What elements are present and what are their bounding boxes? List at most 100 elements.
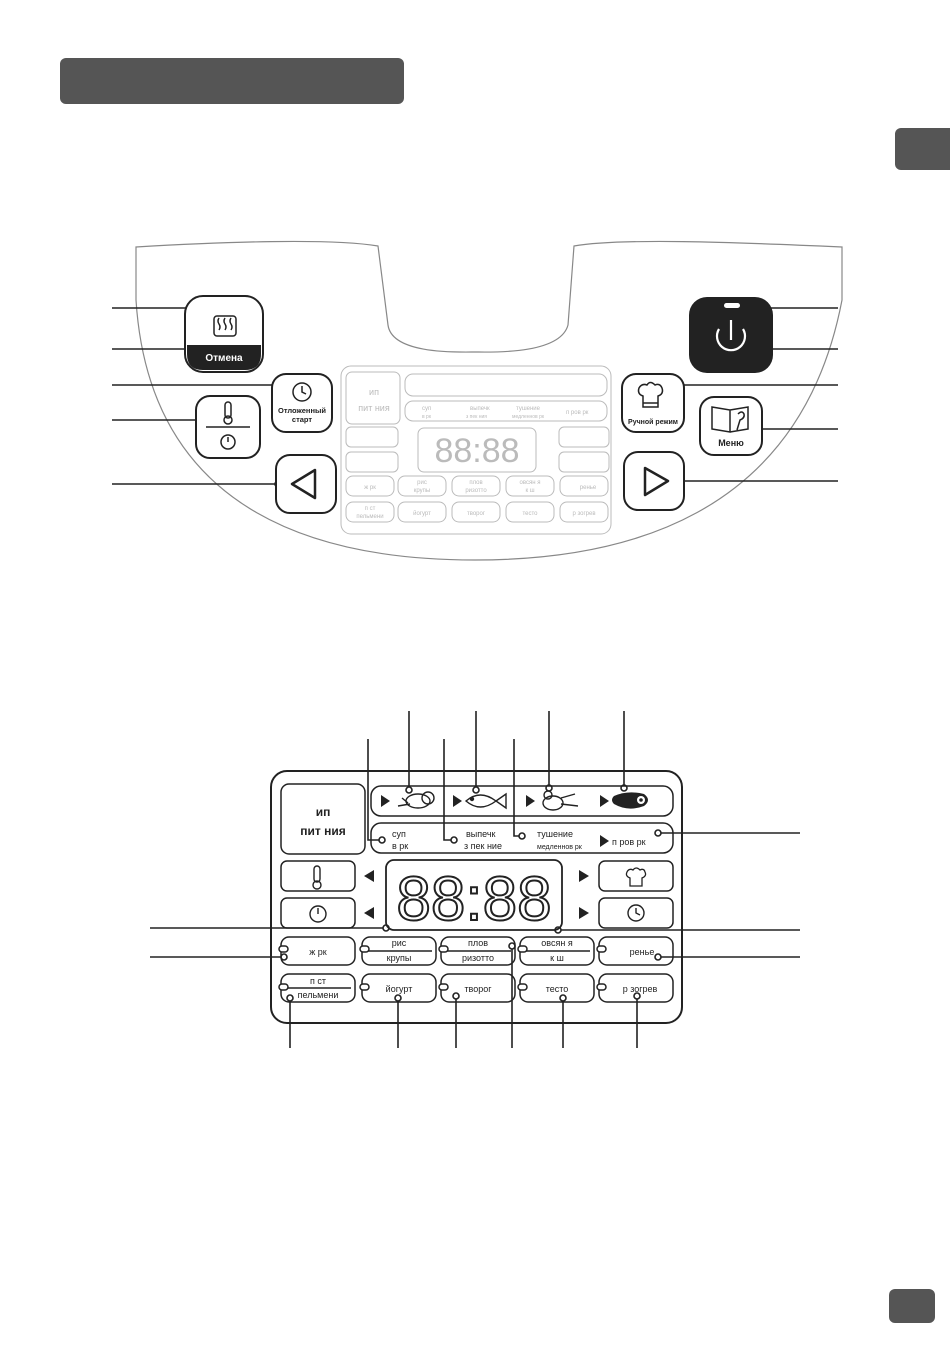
indicator-arrow-icon — [526, 795, 535, 807]
svg-text:р зогрев: р зогрев — [572, 511, 595, 517]
manual-mode-label: Ручной режим — [628, 418, 678, 426]
prog-yogurt: йогурт — [386, 984, 413, 994]
prog-jam: ренье — [630, 947, 655, 957]
right-indicator-arrow-icon — [579, 907, 589, 919]
prog-rice-1: рис — [392, 938, 407, 948]
food-type-box: ип пит ния — [280, 783, 366, 855]
right-arrow-button[interactable] — [623, 451, 685, 511]
left-arrow-button[interactable] — [275, 454, 337, 514]
panel-display-preview-text: ип пит ния суп в рк выпечк з пек ния туш… — [356, 387, 596, 520]
panel-outline — [135, 240, 843, 561]
recipe-book-icon — [711, 406, 749, 433]
left-arrow-icon — [290, 468, 317, 500]
svg-text:выпечк: выпечк — [470, 406, 490, 412]
stopwatch-icon — [220, 434, 236, 450]
prog-dough: тесто — [546, 984, 569, 994]
delay-start-indicator — [598, 897, 674, 929]
power-icon — [715, 320, 747, 352]
prog-rice-2: крупы — [387, 953, 412, 963]
prog-reheat: р зогрев — [623, 984, 658, 994]
thermometer-icon — [223, 401, 233, 425]
prog-pasta-2: пельмени — [298, 990, 339, 1000]
cat-soup-1: суп — [392, 829, 406, 839]
display-right-callouts — [554, 829, 800, 961]
svg-text:йогурт: йогурт — [413, 510, 431, 517]
svg-text:пит ния: пит ния — [358, 403, 390, 413]
food-icons-row — [370, 785, 674, 817]
language-tab — [895, 128, 950, 170]
manual-mode-button[interactable]: Ручной режим — [621, 373, 685, 433]
power-button[interactable] — [689, 297, 773, 373]
fish-icon — [464, 792, 507, 810]
indicator-arrow-icon — [600, 795, 609, 807]
svg-text:ризотто: ризотто — [465, 488, 487, 494]
svg-text:в рк: в рк — [422, 414, 432, 420]
svg-text:п ст: п ст — [365, 506, 376, 512]
prog-porridge-2: к ш — [550, 953, 564, 963]
svg-text:ж рк: ж рк — [364, 485, 376, 491]
timer-icon — [292, 382, 312, 402]
delay-start-button[interactable]: Отложенный старт — [271, 373, 333, 433]
manual-mode-indicator — [598, 860, 674, 892]
left-indicator-arrow-icon — [364, 907, 374, 919]
cat-steam: п ров рк — [612, 837, 646, 847]
svg-text:крупы: крупы — [414, 488, 430, 494]
prog-pasta-1: п ст — [310, 976, 326, 986]
keep-warm-icon — [213, 315, 237, 337]
meat-poultry-icon — [397, 791, 435, 809]
prog-pilaf-2: ризотто — [462, 953, 494, 963]
svg-text:тушение: тушение — [516, 406, 541, 412]
prog-cottage: творог — [464, 984, 492, 994]
program-row-2 — [278, 973, 674, 1003]
indicator-arrow-icon — [381, 795, 390, 807]
svg-text:плов: плов — [469, 480, 482, 486]
program-row-1 — [278, 936, 674, 966]
right-arrow-icon — [643, 466, 670, 497]
cooking-time-indicator — [280, 897, 356, 929]
prog-pilaf-1: плов — [468, 938, 488, 948]
poultry-leg-icon — [542, 790, 579, 811]
temp-time-button[interactable] — [195, 395, 261, 459]
temperature-indicator — [280, 860, 356, 892]
prog-porridge-1: овсян я — [541, 938, 573, 948]
svg-text:к ш: к ш — [525, 488, 534, 494]
section-header-bar — [60, 58, 404, 104]
cat-stew-1: тушение — [537, 829, 573, 839]
svg-text:пельмени: пельмени — [356, 514, 383, 520]
cancel-button[interactable]: Отмена — [184, 295, 264, 373]
display-frame — [270, 770, 683, 1024]
time-display: 88:88 — [385, 859, 563, 935]
svg-text:творог: творог — [467, 511, 486, 517]
delay-start-label-1: Отложенный — [278, 406, 326, 415]
svg-text:п ров рк: п ров рк — [566, 410, 589, 416]
time-digits: 88:88 — [396, 865, 551, 934]
right-indicator-arrow-icon — [579, 870, 589, 882]
svg-text:тесто: тесто — [522, 511, 538, 517]
svg-text:суп: суп — [422, 406, 431, 412]
svg-text:рис: рис — [417, 480, 427, 486]
svg-text:овсян я: овсян я — [520, 480, 541, 486]
menu-label: Меню — [718, 438, 744, 448]
indicator-arrow-icon — [453, 795, 462, 807]
chef-hat-icon — [637, 381, 664, 408]
cat-soup-2: в рк — [392, 841, 408, 851]
svg-text:88:88: 88:88 — [434, 432, 519, 470]
svg-text:ип: ип — [369, 387, 379, 397]
food-type-line2: пит ния — [300, 824, 345, 838]
cancel-label: Отмена — [205, 353, 243, 364]
left-indicator-arrow-icon — [364, 870, 374, 882]
cat-bake-1: выпечк — [466, 829, 496, 839]
prog-fry: ж рк — [309, 947, 327, 957]
svg-text:ренье: ренье — [580, 485, 597, 491]
indicator-arrow-icon — [600, 835, 609, 847]
steak-icon — [612, 792, 648, 809]
svg-text:медленнов рк: медленнов рк — [512, 414, 545, 420]
menu-button[interactable]: Меню — [699, 396, 763, 456]
delay-start-label-2: старт — [292, 415, 312, 424]
svg-text:з пек ния: з пек ния — [466, 414, 487, 420]
panel-display-preview — [340, 365, 612, 535]
cat-bake-2: з пек ние — [464, 841, 502, 851]
page-number-tab — [889, 1289, 935, 1323]
category-row: суп в рк выпечк з пек ние тушение медлен… — [370, 822, 674, 854]
